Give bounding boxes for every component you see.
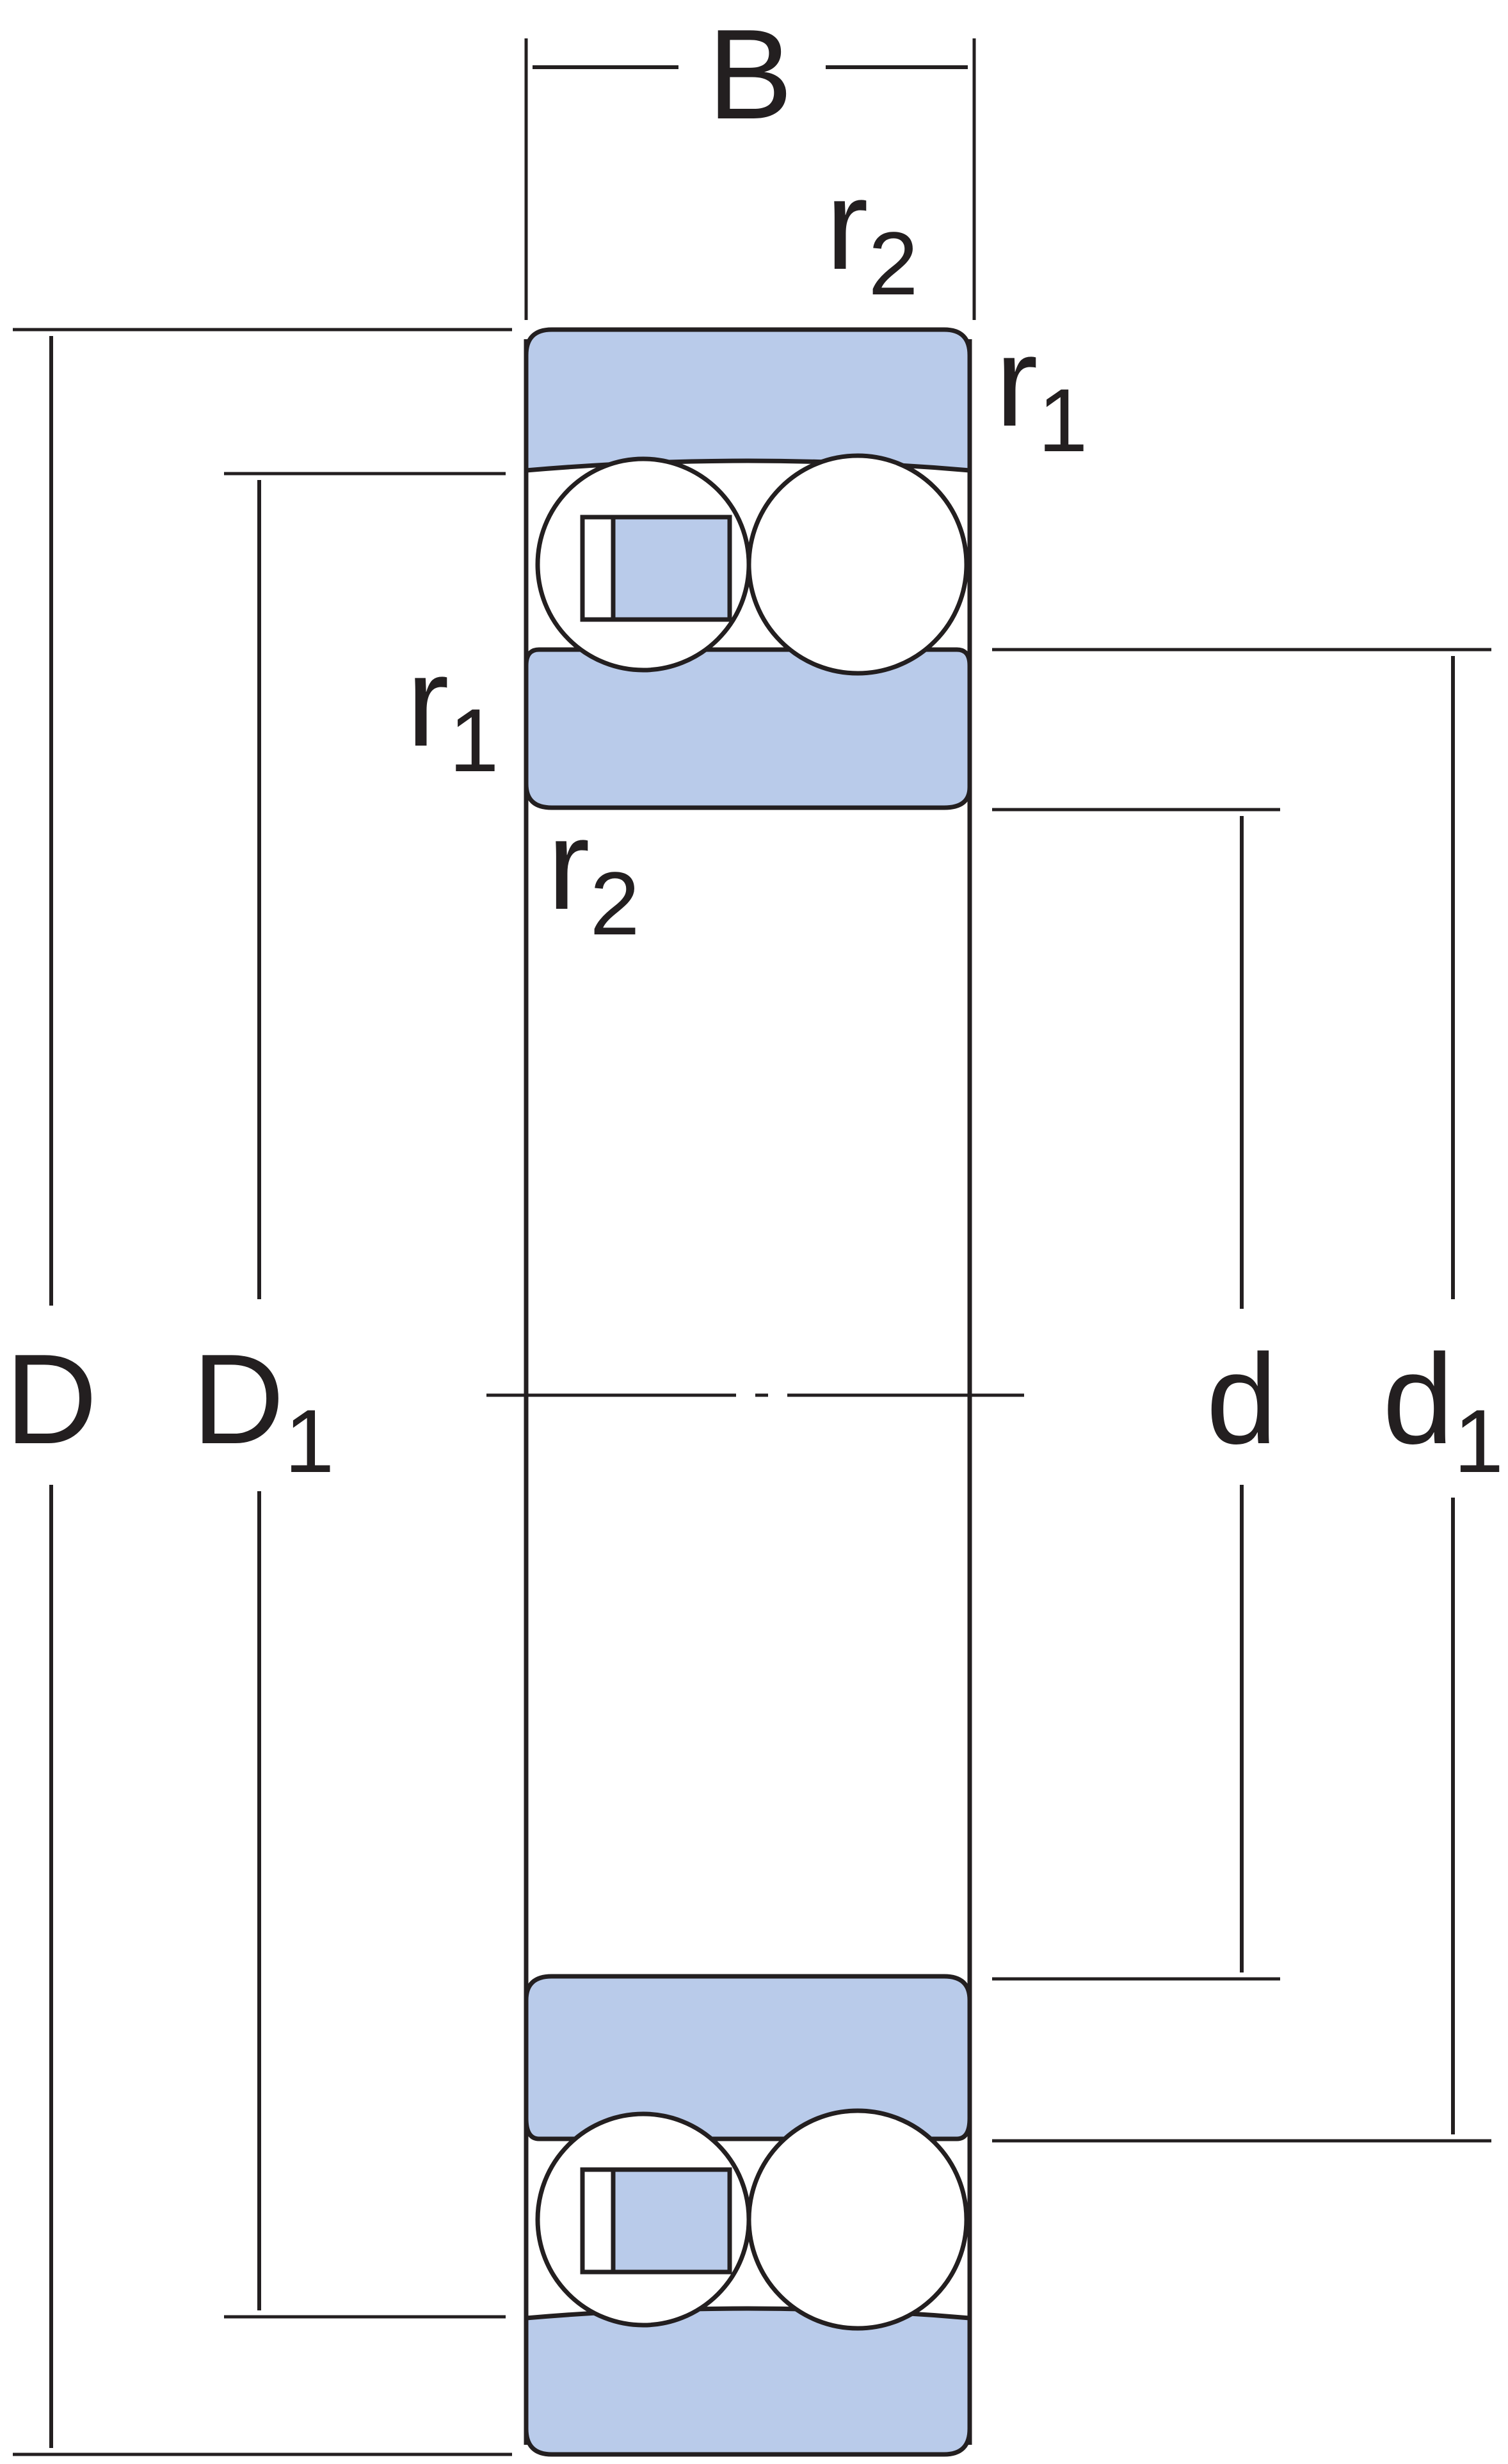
- cage-slot-bottom: [580, 2167, 616, 2275]
- label-D: D: [5, 1328, 97, 1471]
- label-r1-left-base: r: [406, 630, 449, 773]
- label-r2-top-right-base: r: [826, 154, 869, 296]
- label-r2-top-right: r2: [826, 154, 918, 314]
- label-r2-left: r2: [547, 794, 639, 954]
- inner-ring-top: [524, 647, 972, 810]
- labels: B D D1 d d1 r2 r1 r1 r2: [5, 3, 1504, 1491]
- dimension-lines: [49, 65, 1455, 2448]
- label-r1-left-sub: 1: [449, 690, 499, 790]
- label-d1-base: d: [1383, 1328, 1454, 1471]
- label-r1-top-right-sub: 1: [1038, 370, 1088, 470]
- bottom-bearing-section: [524, 1974, 972, 2457]
- extension-lines: [13, 38, 1491, 2456]
- label-r1-left: r1: [406, 630, 499, 790]
- label-r2-top-right-sub: 2: [869, 213, 918, 314]
- label-r1-top-right: r1: [995, 310, 1087, 470]
- label-r2-left-base: r: [547, 794, 590, 936]
- label-r2-left-sub: 2: [590, 853, 640, 954]
- outer-ring-top: [524, 327, 972, 473]
- top-bearing-section: [524, 327, 972, 810]
- label-D1-sub: 1: [284, 1391, 334, 1491]
- label-r1-top-right-base: r: [995, 310, 1038, 453]
- ball-right-top: [746, 453, 969, 676]
- inner-ring-bottom: [524, 1974, 972, 2141]
- ball-right-bottom: [746, 2108, 969, 2331]
- label-d: d: [1206, 1328, 1277, 1471]
- outer-ring-bottom: [524, 2306, 972, 2457]
- label-D1: D1: [192, 1328, 334, 1491]
- label-d1-sub: 1: [1454, 1391, 1504, 1491]
- cage-slot-top: [580, 515, 616, 622]
- label-d1: d1: [1383, 1328, 1504, 1491]
- label-D1-base: D: [192, 1328, 284, 1471]
- label-B: B: [707, 3, 792, 146]
